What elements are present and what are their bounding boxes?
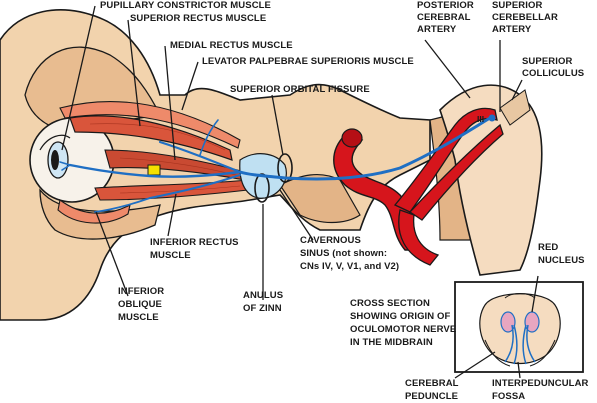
label-inferior-rectus-1: INFERIOR RECTUS — [150, 237, 239, 248]
extraocular-muscles — [57, 101, 249, 224]
anulus-of-zinn-ring — [254, 173, 270, 203]
label-superior-colliculus-2: COLLICULUS — [522, 68, 584, 79]
eyeball — [29, 117, 115, 203]
label-cavernous-sinus-2: SINUS (not shown: — [300, 248, 387, 259]
label-inferior-oblique-3: MUSCLE — [118, 312, 159, 323]
label-cerebral-peduncle-1: CEREBRAL — [405, 378, 459, 389]
label-superior-colliculus-1: SUPERIOR — [522, 56, 572, 67]
red-nucleus-left — [500, 311, 516, 333]
midbrain-cross-section-inset — [454, 281, 584, 373]
labels: PUPILLARY CONSTRICTOR MUSCLE SUPERIOR RE… — [100, 0, 589, 402]
label-inferior-rectus-2: MUSCLE — [150, 250, 191, 261]
ciliary-ganglion — [147, 164, 161, 176]
label-superior-cerebellar-2: CEREBELLAR — [492, 12, 558, 23]
label-anulus-of-zinn-1: ANULUS — [243, 290, 283, 301]
superior-rectus-muscle-shape — [69, 115, 233, 161]
label-cross-section-2: SHOWING ORIGIN OF — [350, 311, 450, 322]
superior-orbital-fissure-ring — [277, 153, 293, 183]
label-medial-rectus: MEDIAL RECTUS MUSCLE — [170, 40, 293, 51]
label-cerebral-peduncle-2: PEDUNCLE — [405, 391, 458, 402]
label-posterior-cerebral-1: POSTERIOR — [417, 0, 474, 11]
label-cavernous-sinus-1: CAVERNOUS — [300, 235, 361, 246]
label-nerve-numeral: III — [477, 114, 484, 124]
levator-muscle-shape — [59, 101, 241, 149]
leader-lines — [61, 5, 539, 379]
label-red-nucleus-2: NUCLEUS — [538, 255, 585, 266]
label-cross-section-3: OCULOMOTOR NERVE — [350, 324, 456, 335]
label-levator: LEVATOR PALPEBRAE SUPERIORIS MUSCLE — [202, 56, 414, 67]
label-posterior-cerebral-2: CEREBRAL — [417, 12, 471, 23]
label-inferior-oblique-1: INFERIOR — [118, 286, 164, 297]
inferior-oblique-muscle-shape — [57, 199, 131, 224]
label-cavernous-sinus-3: CNs IV, V, V1, and V2) — [300, 261, 399, 272]
label-interpeduncular-fossa-1: INTERPEDUNCULAR — [492, 378, 589, 389]
label-superior-cerebellar-1: SUPERIOR — [492, 0, 542, 11]
label-anulus-of-zinn-2: OF ZINN — [243, 303, 282, 314]
label-red-nucleus-1: RED — [538, 242, 558, 253]
label-inferior-oblique-2: OBLIQUE — [118, 299, 162, 310]
label-cross-section-1: CROSS SECTION — [350, 298, 430, 309]
label-interpeduncular-fossa-2: FOSSA — [492, 391, 525, 402]
label-posterior-cerebral-3: ARTERY — [417, 24, 457, 35]
oculomotor-nerve — [59, 114, 496, 213]
label-pupillary-constrictor: PUPILLARY CONSTRICTOR MUSCLE — [100, 0, 271, 11]
label-cross-section-4: IN THE MIDBRAIN — [350, 337, 433, 348]
label-superior-orbital-fissure: SUPERIOR ORBITAL FISSURE — [230, 84, 370, 95]
label-superior-cerebellar-3: ARTERY — [492, 24, 532, 35]
label-superior-rectus: SUPERIOR RECTUS MUSCLE — [130, 13, 266, 24]
